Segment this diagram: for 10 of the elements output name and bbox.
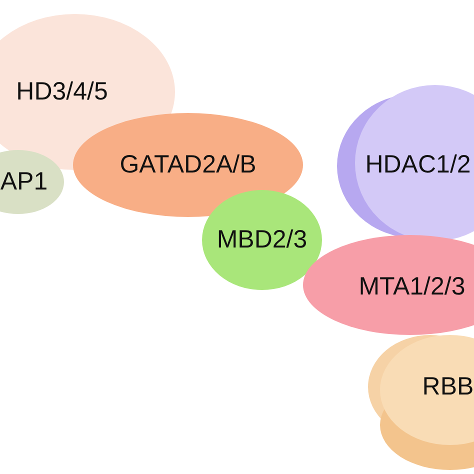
protein-label: MTA1/2/3	[358, 274, 466, 300]
protein-ellipse	[337, 85, 474, 241]
protein-ellipse	[202, 190, 322, 290]
protein-ellipse	[73, 113, 303, 217]
protein-label: HD3/4/5	[16, 80, 108, 104]
protein-label: AP1	[0, 170, 48, 194]
protein-label: MBD2/3	[216, 228, 308, 252]
protein-label: HDAC1/2	[365, 152, 471, 178]
protein-label: RBB	[422, 374, 474, 400]
protein-label: GATAD2A/B	[120, 152, 256, 178]
